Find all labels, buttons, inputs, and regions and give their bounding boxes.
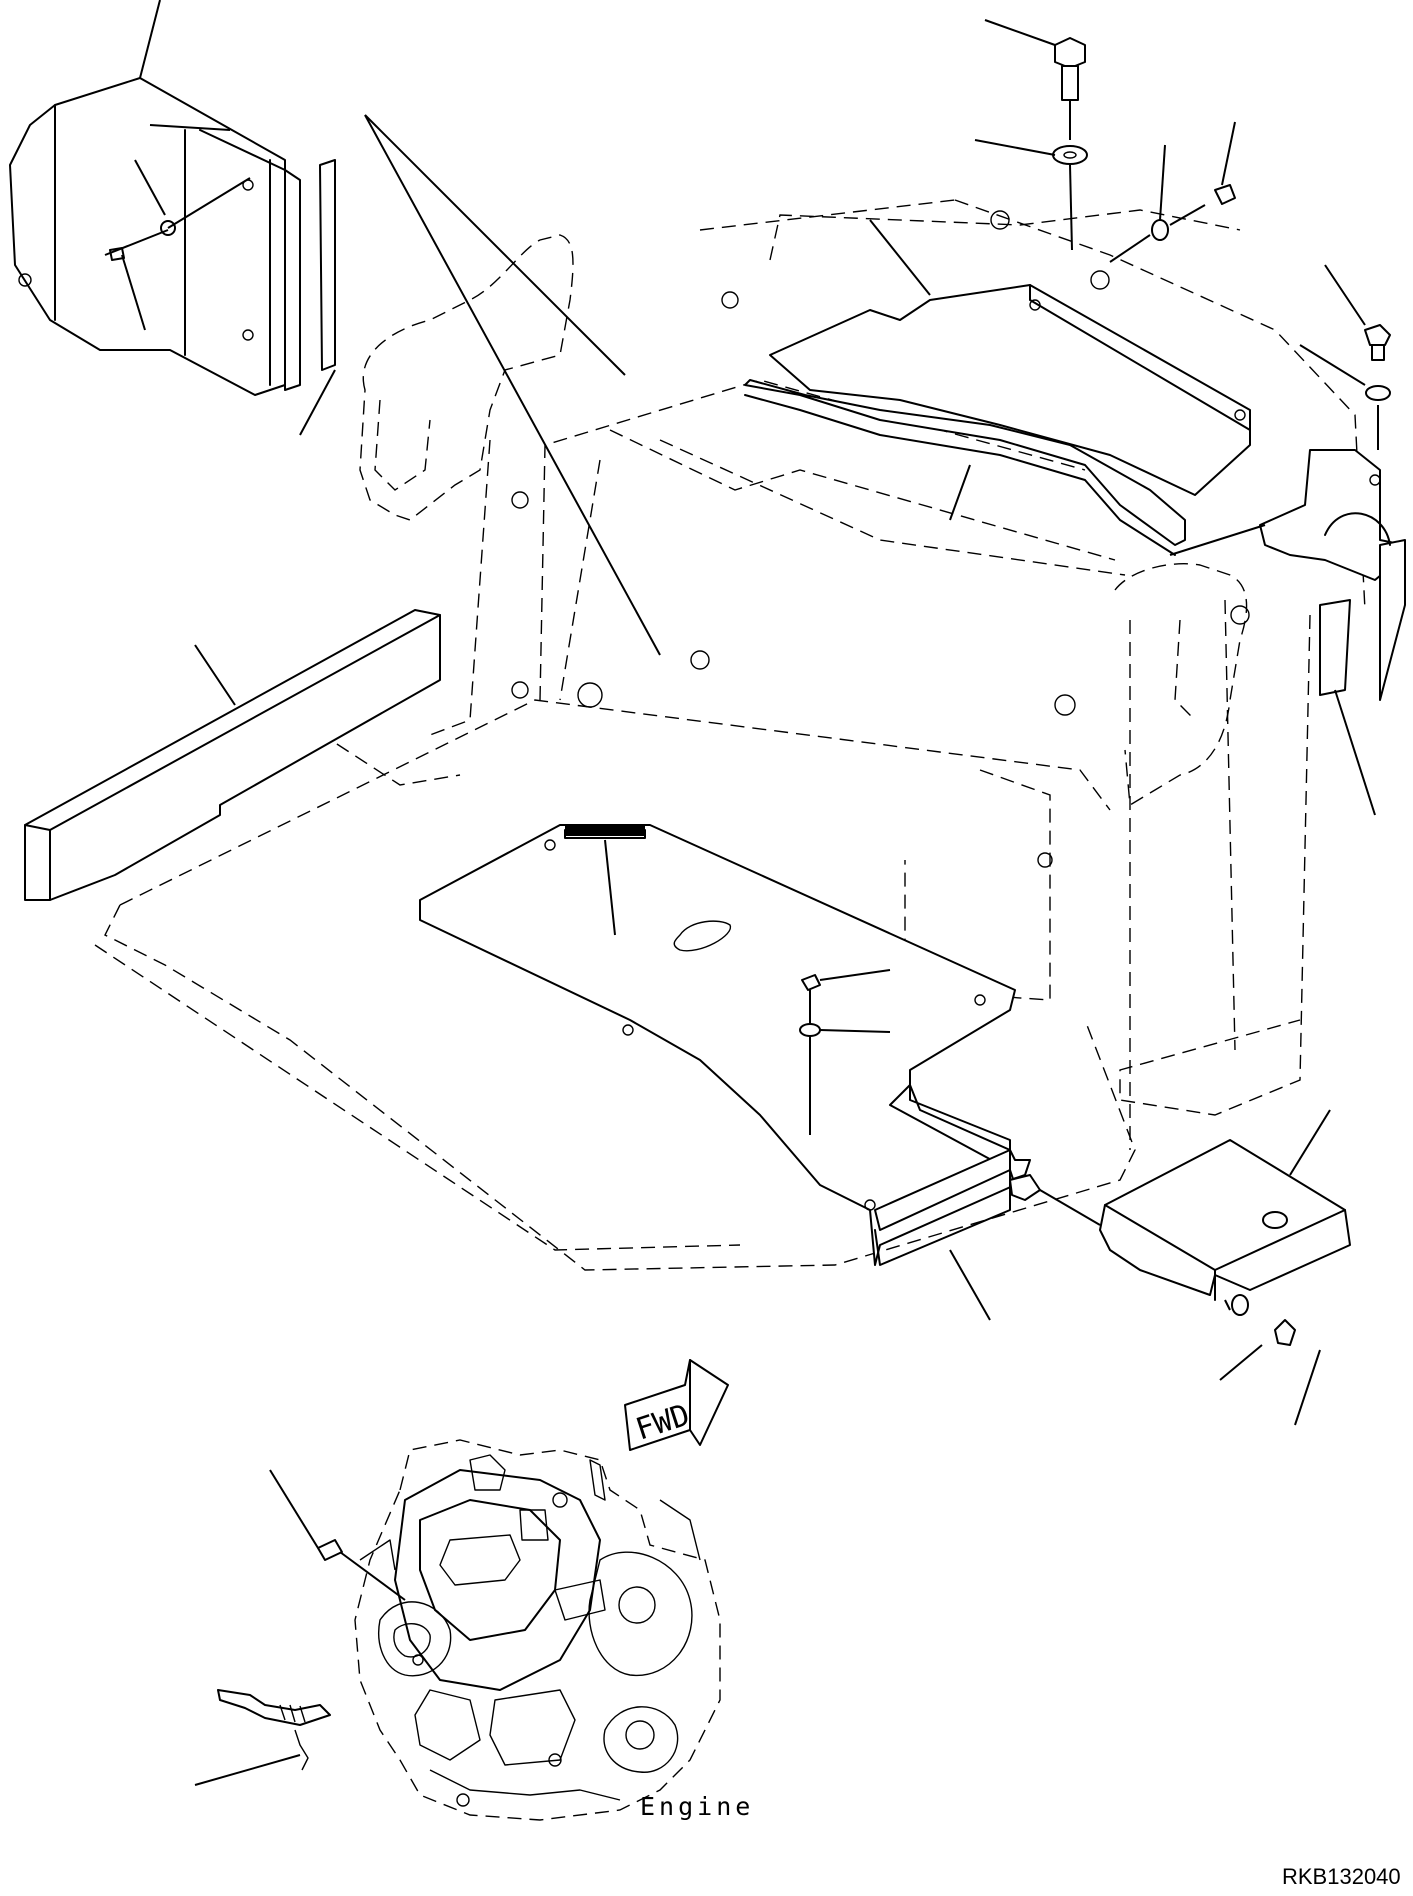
bolt-set-lower <box>799 974 1296 1346</box>
floor-plate <box>419 824 1041 1266</box>
left-cover-panel <box>9 77 336 396</box>
bolt-set-top <box>1052 37 1391 450</box>
small-cover-box <box>1039 1139 1351 1301</box>
drawing-number: RKB132040 <box>1282 1864 1401 1889</box>
upper-duct-cover <box>744 284 1251 556</box>
foam-strip <box>24 609 441 901</box>
right-bracket <box>1259 449 1406 701</box>
fwd-arrow <box>624 1359 729 1451</box>
engine-label: Engine <box>640 1792 755 1821</box>
leader-lines <box>104 0 1376 1786</box>
engine-illustration <box>217 1439 721 1821</box>
